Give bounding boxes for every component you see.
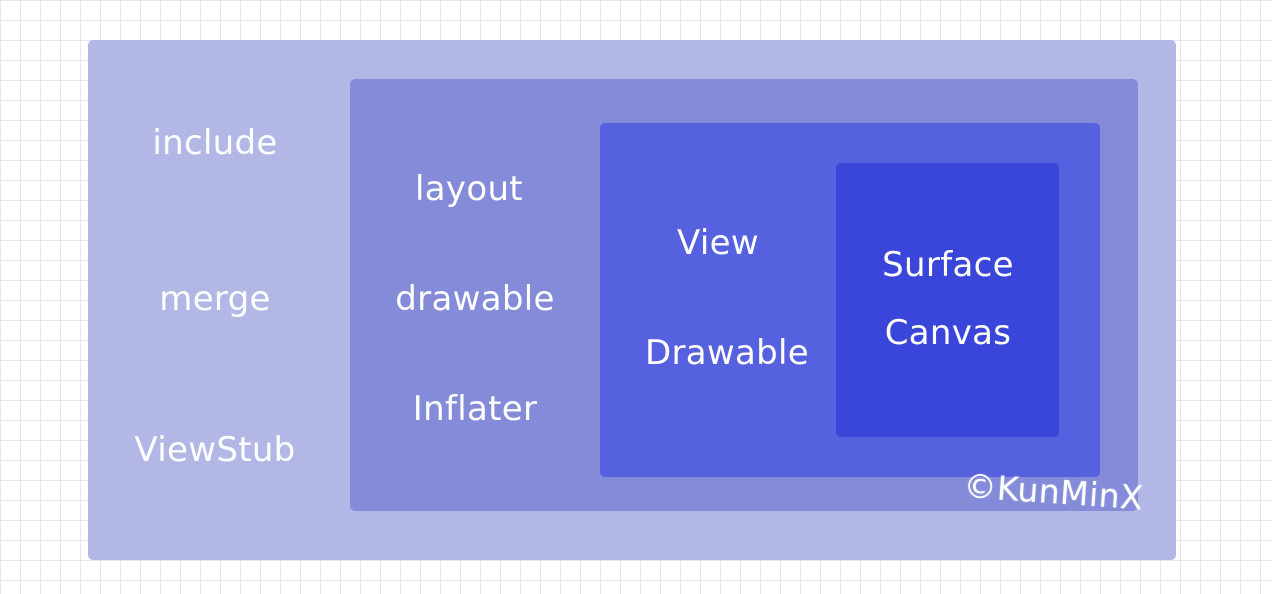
label-include: include xyxy=(152,123,278,163)
label-merge: merge xyxy=(159,279,271,319)
label-viewstub: ViewStub xyxy=(134,430,296,470)
label-view: View xyxy=(677,223,759,263)
label-inflater: Inflater xyxy=(412,389,538,429)
label-drawable-upper: Drawable xyxy=(645,333,809,373)
label-drawable-lower: drawable xyxy=(395,279,555,319)
label-surface: Surface xyxy=(882,245,1014,285)
inner-box xyxy=(836,163,1059,437)
label-layout: layout xyxy=(415,169,523,209)
label-canvas: Canvas xyxy=(884,313,1012,353)
